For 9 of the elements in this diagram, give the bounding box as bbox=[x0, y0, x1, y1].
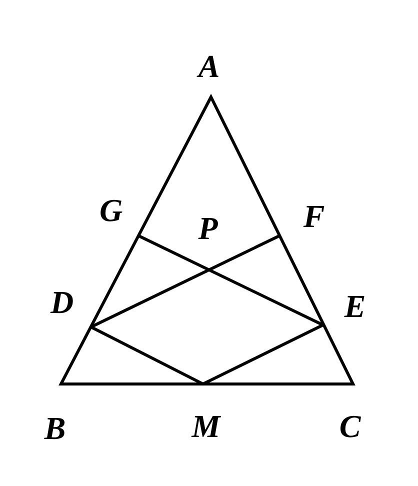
point-label: E bbox=[344, 290, 366, 322]
point-label: C bbox=[339, 410, 361, 442]
point-label: F bbox=[303, 200, 325, 232]
point-label: M bbox=[192, 410, 220, 442]
point-label: A bbox=[198, 50, 220, 82]
point-label: D bbox=[50, 286, 74, 318]
point-label: B bbox=[44, 412, 66, 444]
point-label: P bbox=[198, 212, 218, 244]
point-label: G bbox=[99, 194, 123, 226]
